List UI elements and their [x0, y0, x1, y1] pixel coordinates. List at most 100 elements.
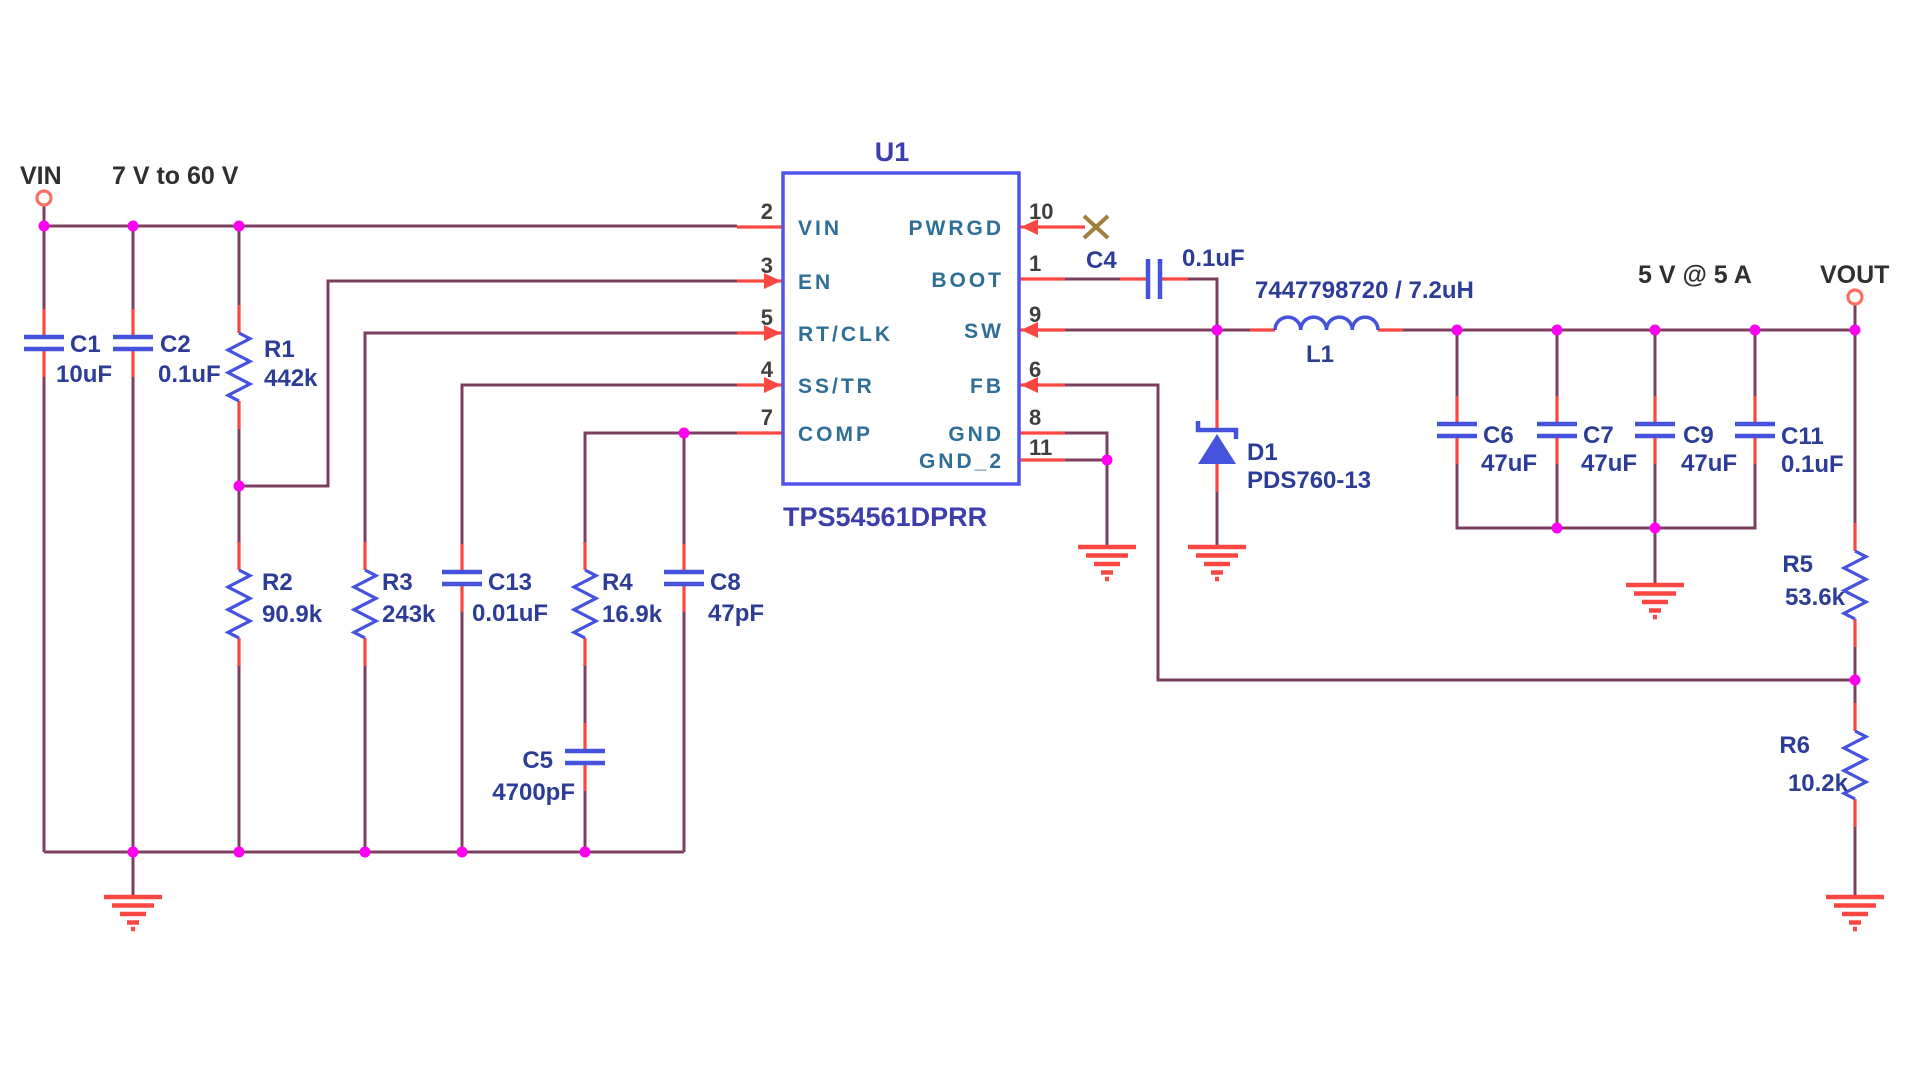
R6-symbol	[1840, 729, 1870, 801]
label-D1: D1	[1247, 439, 1278, 466]
pin-number-1: 1	[1029, 251, 1041, 276]
label-R5-value: 53.6k	[1785, 584, 1846, 611]
component-R6[interactable]: R6 10.2k	[1779, 703, 1870, 827]
label-C13-value: 0.01uF	[472, 600, 548, 627]
vin-terminal[interactable]	[35, 189, 53, 207]
pin-number-7: 7	[761, 405, 773, 430]
label-R6-value: 10.2k	[1788, 770, 1849, 797]
L1-symbol	[1273, 315, 1380, 331]
pin-number-3: 3	[761, 253, 773, 278]
vout-terminal[interactable]	[1846, 288, 1864, 306]
pin-number-2: 2	[761, 199, 773, 224]
wire-fb-link	[1064, 383, 1855, 682]
wire-capbank-bottom	[1455, 461, 1757, 530]
label-C5-value: 4700pF	[492, 779, 575, 806]
junction-dot	[233, 846, 245, 858]
R4-symbol	[570, 568, 600, 640]
label-C1-value: 10uF	[56, 361, 112, 388]
D1-symbol	[1198, 434, 1236, 464]
chip-body	[781, 171, 1021, 486]
R3-symbol	[350, 568, 380, 640]
junction-dot	[233, 220, 245, 232]
label-L1: 7447798720 / 7.2uH	[1255, 277, 1474, 304]
junction-dot	[1211, 324, 1223, 336]
label-C9: C9	[1683, 422, 1714, 449]
label-C11: C11	[1781, 423, 1824, 450]
D1-cathode-bar	[1195, 421, 1239, 439]
label-R1-value: 442k	[264, 365, 318, 392]
label-C6: C6	[1483, 422, 1514, 449]
ground-capbank-icon[interactable]	[1626, 582, 1684, 620]
label-C7-value: 47uF	[1581, 450, 1637, 477]
ground-chip-icon[interactable]	[1078, 544, 1136, 582]
pin-name-PWRGD: PWRGD	[909, 217, 1005, 240]
junction-dot	[1749, 324, 1761, 336]
component-C1[interactable]: C1 10uF	[24, 309, 112, 388]
label-C11-value: 0.1uF	[1781, 451, 1844, 478]
component-R4[interactable]: R4 16.9k	[570, 542, 663, 666]
label-C2-value: 0.1uF	[158, 361, 221, 388]
wire-comp-link	[583, 431, 737, 542]
label-C5: C5	[522, 747, 553, 774]
label-R4-value: 16.9k	[602, 601, 663, 628]
junction-dot	[1551, 324, 1563, 336]
component-C2[interactable]: C2 0.1uF	[113, 309, 221, 388]
pin-number-6: 6	[1029, 357, 1041, 382]
pin-number-9: 9	[1029, 302, 1041, 327]
no-connect-x-icon	[1082, 214, 1110, 240]
label-R4: R4	[602, 569, 633, 596]
wire-gnd8-link	[1064, 431, 1109, 460]
pin-arrow-SS/TR	[764, 377, 781, 393]
junction-dot	[1649, 324, 1661, 336]
pin-arrow-FB	[1021, 377, 1038, 393]
pin-name-SW: SW	[964, 320, 1004, 343]
pin-name-FB: FB	[970, 375, 1004, 398]
junction-dot	[1849, 324, 1861, 336]
junction-dot	[359, 846, 371, 858]
vin-range-label: 7 V to 60 V	[112, 162, 239, 190]
label-C9-value: 47uF	[1681, 450, 1737, 477]
component-C5[interactable]: C5 4700pF	[492, 723, 605, 806]
label-R1: R1	[264, 336, 295, 363]
component-C8[interactable]: C8 47pF	[664, 544, 764, 627]
wire-en-link	[239, 279, 737, 488]
label-C4-value: 0.1uF	[1182, 245, 1245, 272]
component-C4[interactable]: C4 0.1uF	[1086, 245, 1245, 299]
R5-symbol	[1840, 549, 1870, 621]
chip-U1[interactable]: 2VIN3EN5RT/CLK4SS/TR7COMP10PWRGD1BOOT9SW…	[737, 137, 1110, 532]
label-R2-value: 90.9k	[262, 601, 323, 628]
junction-dot	[678, 427, 690, 439]
pin-arrow-PWRGD	[1021, 219, 1038, 235]
label-C2: C2	[160, 331, 191, 358]
junction-dot	[1451, 324, 1463, 336]
ground-d1-icon[interactable]	[1188, 544, 1246, 582]
label-C4: C4	[1086, 247, 1117, 274]
label-C8-value: 47pF	[708, 600, 764, 627]
label-C8: C8	[710, 569, 741, 596]
ground-r6-icon[interactable]	[1826, 894, 1884, 932]
label-R6: R6	[1779, 732, 1810, 759]
label-C1: C1	[70, 331, 101, 358]
junction-dot	[1649, 522, 1661, 534]
junction-dot	[127, 846, 139, 858]
wire-rtclk-link	[363, 331, 737, 542]
pin-name-BOOT: BOOT	[931, 269, 1004, 292]
label-R3: R3	[382, 569, 413, 596]
chip-refdes: U1	[875, 137, 910, 167]
junction-dot	[1101, 454, 1113, 466]
ground-left-icon[interactable]	[104, 894, 162, 932]
label-C6-value: 47uF	[1481, 450, 1537, 477]
pin-number-10: 10	[1029, 199, 1053, 224]
